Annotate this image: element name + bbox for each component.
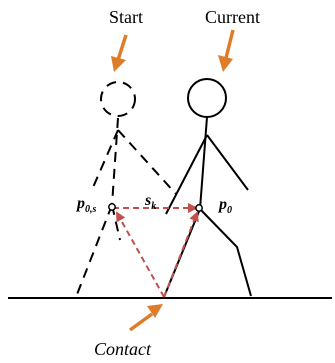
sk-label: sk [144,192,156,212]
start-right-arm [117,129,177,195]
contact-arrow-icon [147,304,163,318]
current-figure [163,78,252,298]
p0-main: p [217,196,227,213]
start-pointer-arrow [111,34,128,72]
current-head [187,78,227,118]
displacement-triangle [113,203,199,298]
start-arrow-icon [111,56,126,72]
current-right-leg [199,208,252,297]
p0-label: p0 [217,196,232,216]
p0s-label: p0,s [75,195,97,215]
contact-to-p0-vector [163,211,199,298]
p0-subscript: 0 [227,205,232,216]
current-pointer-arrow [218,29,235,72]
sk-main: s [144,192,151,209]
current-label: Current [205,7,260,27]
sk-subscript: k [151,201,156,212]
contact-to-p0s-vector [116,211,165,298]
p0s-subscript: 0,s [85,204,97,215]
start-head [100,81,136,117]
start-label: Start [109,7,143,27]
current-left-arm [165,134,208,215]
start-figure [75,81,177,298]
contact-pointer-arrow [128,304,163,332]
p0s-point [108,203,116,211]
p0s-main: p [75,195,85,212]
current-right-arm [206,134,249,191]
p0-point [195,204,203,212]
start-torso [111,117,119,206]
current-arrow-icon [218,55,233,72]
contact-label: Contact [94,339,152,359]
start-right-leg [111,204,121,241]
current-torso [199,116,208,210]
start-left-arm [90,129,119,193]
start-left-leg [75,204,113,298]
